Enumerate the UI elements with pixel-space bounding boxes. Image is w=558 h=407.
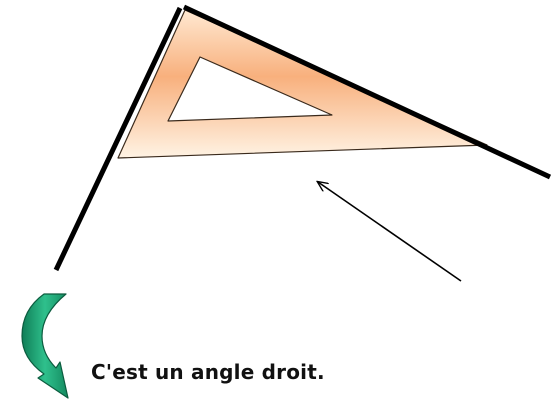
caption-text: C'est un angle droit.: [91, 360, 325, 384]
curved-arrow-icon: [21, 293, 69, 399]
angle-ray-left: [53, 6, 183, 272]
angle-ray-right: [182, 4, 552, 180]
set-square-icon: [117, 9, 488, 159]
pointer-arrow-icon: [318, 182, 462, 282]
